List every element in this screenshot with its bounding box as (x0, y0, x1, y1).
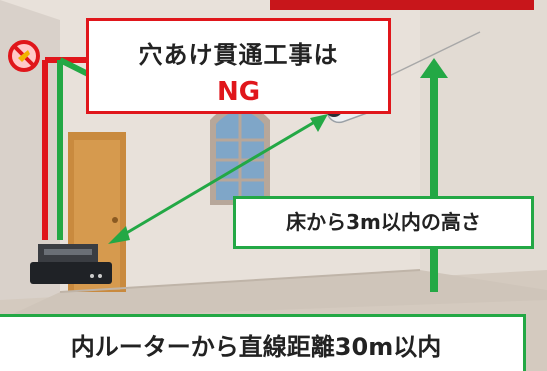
distance-arrow (108, 114, 328, 244)
router-icon (30, 244, 112, 284)
distance-callout-text: 内ルーターから直線距離30m以内 (70, 333, 442, 361)
top-banner-edge (270, 0, 534, 10)
ng-callout-title: 穴あけ貫通工事は (138, 41, 339, 69)
no-drilling-icon (8, 40, 40, 72)
ng-callout: 穴あけ貫通工事は NG (86, 18, 391, 114)
height-arrow (420, 58, 448, 292)
height-callout-text: 床から3m以内の高さ (286, 210, 481, 234)
distance-callout: 内ルーターから直線距離30m以内 (0, 314, 526, 371)
height-callout: 床から3m以内の高さ (233, 196, 534, 249)
ng-callout-verdict: NG (216, 77, 261, 107)
